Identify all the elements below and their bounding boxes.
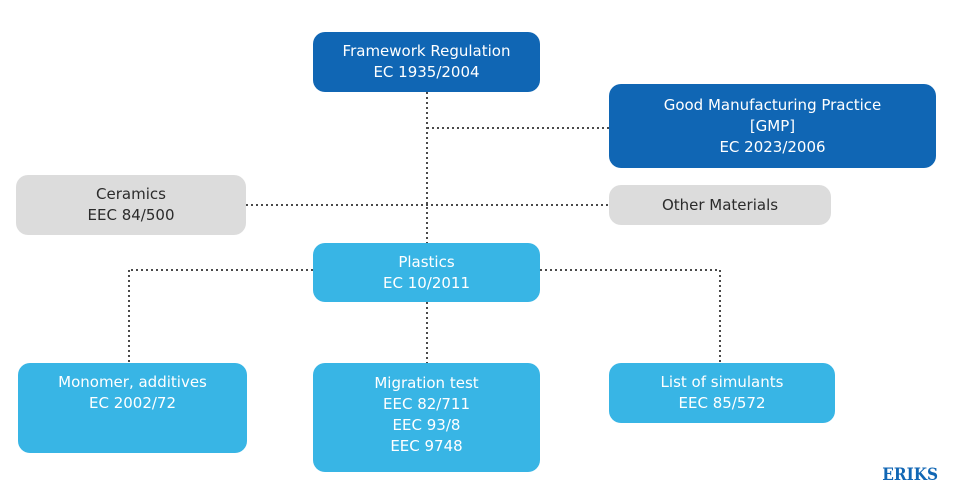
node-migration-code-1: EEC 82/711 xyxy=(383,395,470,413)
node-other-title: Other Materials xyxy=(661,195,779,214)
node-ceramics-code: EEC 84/500 xyxy=(87,206,175,224)
node-framework-regulation: Framework Regulation EC 1935/2004 xyxy=(313,32,540,92)
node-migration-test: Migration test EEC 82/711 EEC 93/8 EEC 9… xyxy=(313,363,540,472)
node-gmp-title: Good Manufacturing Practice xyxy=(663,95,882,114)
node-gmp-code: EC 2023/2006 xyxy=(719,137,826,156)
node-monomer-code: EC 2002/72 xyxy=(88,394,177,412)
node-ceramics-title: Ceramics xyxy=(96,185,166,203)
node-list-of-simulants: List of simulants EEC 85/572 xyxy=(609,363,835,423)
node-framework-title: Framework Regulation xyxy=(342,42,511,60)
node-migration-code-2: EEC 93/8 xyxy=(392,416,461,434)
node-other-materials: Other Materials xyxy=(609,185,831,225)
node-migration-code-3: EEC 9748 xyxy=(390,437,463,455)
node-monomer-title: Monomer, additives xyxy=(58,373,207,391)
node-plastics-code: EC 10/2011 xyxy=(382,273,471,292)
node-simulants-title: List of simulants xyxy=(660,373,784,391)
node-migration-title: Migration test xyxy=(374,374,479,392)
node-plastics-title: Plastics xyxy=(398,252,455,271)
node-gmp-abbrev: [GMP] xyxy=(749,116,796,135)
node-simulants-code: EEC 85/572 xyxy=(678,394,766,412)
node-monomer-additives: Monomer, additives EC 2002/72 xyxy=(18,363,247,453)
eriks-logo: ERIKS xyxy=(882,465,938,485)
node-good-manufacturing-practice: Good Manufacturing Practice [GMP] EC 202… xyxy=(609,84,936,168)
node-ceramics: Ceramics EEC 84/500 xyxy=(16,175,246,235)
node-plastics: Plastics EC 10/2011 xyxy=(313,243,540,302)
node-framework-code: EC 1935/2004 xyxy=(373,63,480,81)
